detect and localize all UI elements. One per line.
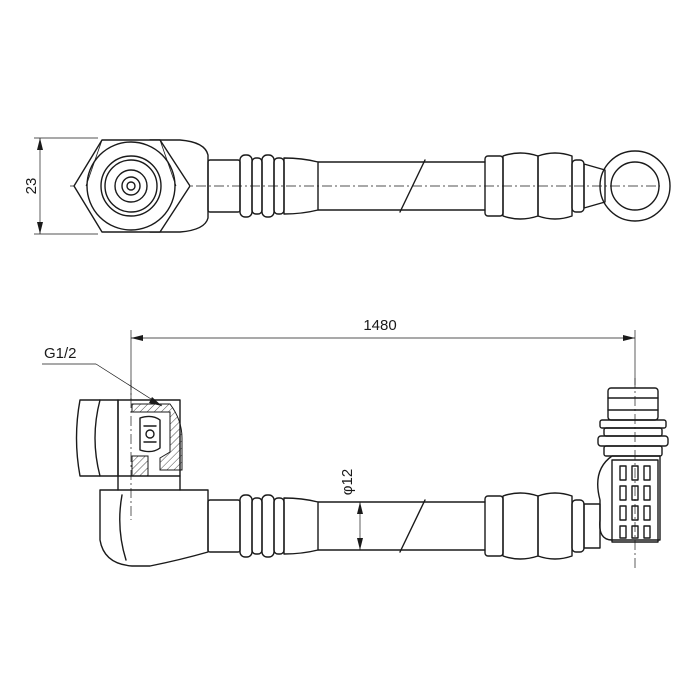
top-hex-nut (73, 139, 191, 233)
side-view: 1480 G1/2 φ12 (42, 317, 669, 570)
dim-23-label: 23 (23, 178, 40, 195)
thread-label: G1/2 (44, 345, 77, 362)
top-nut-bore (126, 181, 136, 191)
top-view: 23 (23, 137, 671, 235)
side-nut (75, 399, 119, 477)
side-section-hatch (131, 403, 183, 471)
side-crimp-left (207, 499, 241, 553)
side-hose-break (399, 499, 426, 553)
dim-1480-label: 1480 (363, 317, 396, 334)
dim-d12-label: φ12 (339, 469, 356, 495)
top-hose-break (399, 159, 426, 213)
side-right-elbow (597, 455, 661, 541)
top-elbow-body (149, 139, 209, 233)
top-nut-ring-outer (86, 141, 176, 231)
side-top-fitting (607, 387, 659, 421)
side-crimp-right (484, 495, 504, 557)
side-elbow (99, 489, 209, 567)
side-hose (317, 501, 486, 551)
top-eye-ring (599, 150, 671, 222)
